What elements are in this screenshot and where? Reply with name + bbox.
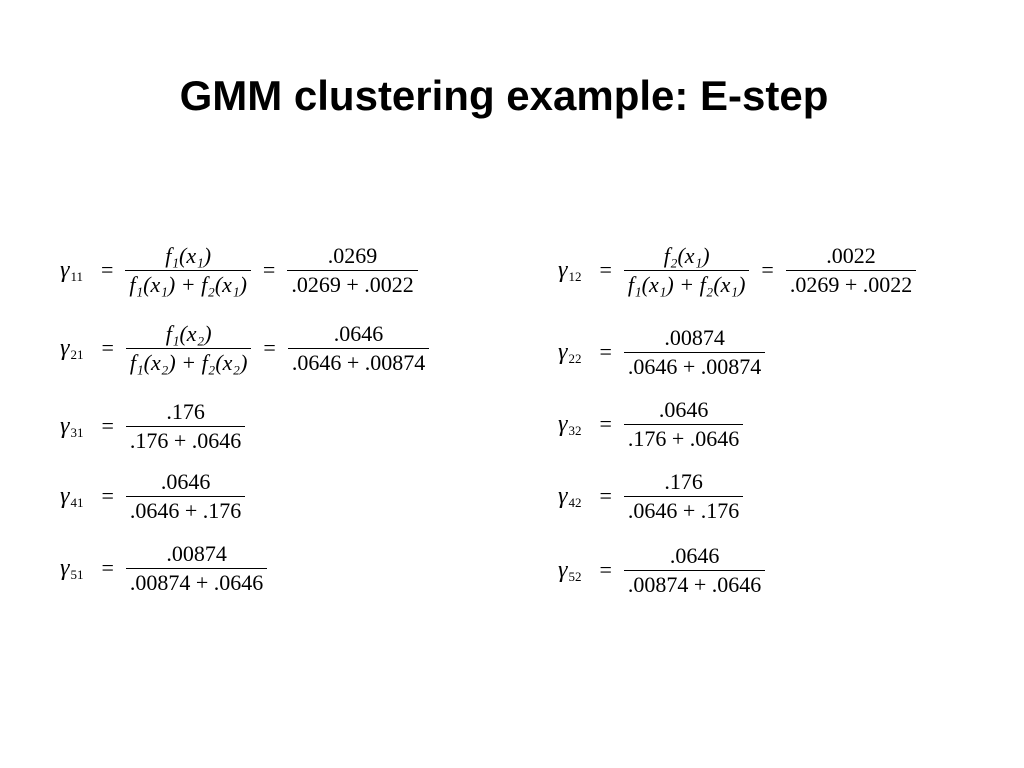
gamma-letter: γ bbox=[558, 256, 568, 283]
fraction-density: f₂(x₁) f₁(x₁) + f₂(x₁) bbox=[623, 242, 750, 299]
fraction-value: .0646 .00874 + .0646 bbox=[623, 542, 766, 599]
gamma-letter: γ bbox=[558, 482, 568, 509]
gamma-subscript: 32 bbox=[568, 422, 582, 438]
equals-sign: = bbox=[761, 257, 774, 282]
fraction-value: .0646 .0646 + .176 bbox=[125, 468, 246, 525]
fraction-denominator: .0646 + .176 bbox=[125, 495, 246, 525]
fraction-denominator: f₁(x₁) + f₂(x₁) bbox=[623, 269, 750, 299]
fraction-denominator: .0646 + .00874 bbox=[623, 351, 766, 381]
fraction-denominator: f₁(x₁) + f₂(x₁) bbox=[125, 269, 251, 299]
fraction-denominator: .00874 + .0646 bbox=[623, 569, 766, 599]
fraction-value: .00874 .00874 + .0646 bbox=[125, 540, 268, 597]
fraction-value: .176 .0646 + .176 bbox=[623, 468, 744, 525]
gamma-letter: γ bbox=[60, 554, 70, 581]
equals-sign: = bbox=[599, 411, 612, 436]
equals-sign: = bbox=[101, 335, 114, 360]
gamma-subscript: 31 bbox=[70, 424, 84, 440]
fraction-denominator: .0269 + .0022 bbox=[287, 269, 418, 299]
equals-sign: = bbox=[101, 413, 114, 438]
fraction-density: f₁(x₁) f₁(x₁) + f₂(x₁) bbox=[125, 242, 251, 299]
fraction-numerator: .176 bbox=[664, 468, 703, 494]
equals-sign: = bbox=[599, 557, 612, 582]
gamma-subscript: 12 bbox=[568, 268, 582, 284]
gamma-subscript: 21 bbox=[70, 346, 84, 362]
gamma-letter: γ bbox=[558, 410, 568, 437]
fraction-numerator: .0646 bbox=[333, 320, 384, 346]
equals-sign: = bbox=[599, 339, 612, 364]
fraction-denominator: .176 + .0646 bbox=[125, 425, 246, 455]
fraction-numerator: .00874 bbox=[166, 540, 227, 566]
fraction-denominator: .0646 + .00874 bbox=[287, 347, 430, 377]
fraction-value: .0022 .0269 + .0022 bbox=[785, 242, 917, 299]
fraction-value: .176 .176 + .0646 bbox=[125, 398, 246, 455]
equals-sign: = bbox=[262, 257, 276, 282]
fraction-denominator: .0269 + .0022 bbox=[785, 269, 917, 299]
equals-sign: = bbox=[101, 555, 114, 580]
fraction-numerator: .0646 bbox=[669, 542, 720, 568]
slide-title: GMM clustering example: E-step bbox=[179, 72, 829, 119]
fraction-numerator: .00874 bbox=[664, 324, 725, 350]
gamma-letter: γ bbox=[558, 556, 568, 583]
fraction-numerator: .0646 bbox=[160, 468, 211, 494]
equals-sign: = bbox=[263, 335, 276, 360]
fraction-denominator: f₁(x₂) + f₂(x₂) bbox=[125, 347, 252, 377]
fraction-value: .0269 .0269 + .0022 bbox=[287, 242, 418, 299]
gamma-subscript: 22 bbox=[568, 350, 582, 366]
gamma-subscript: 42 bbox=[568, 494, 582, 510]
equals-sign: = bbox=[101, 483, 114, 508]
fraction-value: .0646 .0646 + .00874 bbox=[287, 320, 430, 377]
fraction-denominator: .0646 + .176 bbox=[623, 495, 744, 525]
equals-sign: = bbox=[599, 257, 612, 282]
fraction-numerator: f₂(x₁) bbox=[663, 242, 710, 268]
fraction-numerator: .0022 bbox=[826, 242, 876, 268]
gamma-letter: γ bbox=[558, 338, 568, 365]
fraction-density: f₁(x₂) f₁(x₂) + f₂(x₂) bbox=[125, 320, 252, 377]
fraction-numerator: f₁(x₁) bbox=[165, 242, 212, 268]
gamma-subscript: 51 bbox=[70, 566, 84, 582]
equals-sign: = bbox=[599, 483, 612, 508]
fraction-numerator: f₁(x₂) bbox=[165, 320, 212, 346]
fraction-numerator: .0646 bbox=[658, 396, 709, 422]
gamma-subscript: 11 bbox=[70, 268, 83, 284]
gamma-letter: γ bbox=[60, 334, 70, 361]
gamma-subscript: 41 bbox=[70, 494, 84, 510]
fraction-numerator: .176 bbox=[166, 398, 205, 424]
fraction-value: .00874 .0646 + .00874 bbox=[623, 324, 766, 381]
fraction-denominator: .176 + .0646 bbox=[623, 423, 744, 453]
fraction-denominator: .00874 + .0646 bbox=[125, 567, 268, 597]
fraction-numerator: .0269 bbox=[327, 242, 378, 268]
gamma-letter: γ bbox=[60, 482, 70, 509]
gamma-letter: γ bbox=[60, 412, 70, 439]
equals-sign: = bbox=[101, 257, 114, 282]
gamma-letter: γ bbox=[60, 256, 70, 283]
gamma-subscript: 52 bbox=[568, 568, 582, 584]
fraction-value: .0646 .176 + .0646 bbox=[623, 396, 744, 453]
